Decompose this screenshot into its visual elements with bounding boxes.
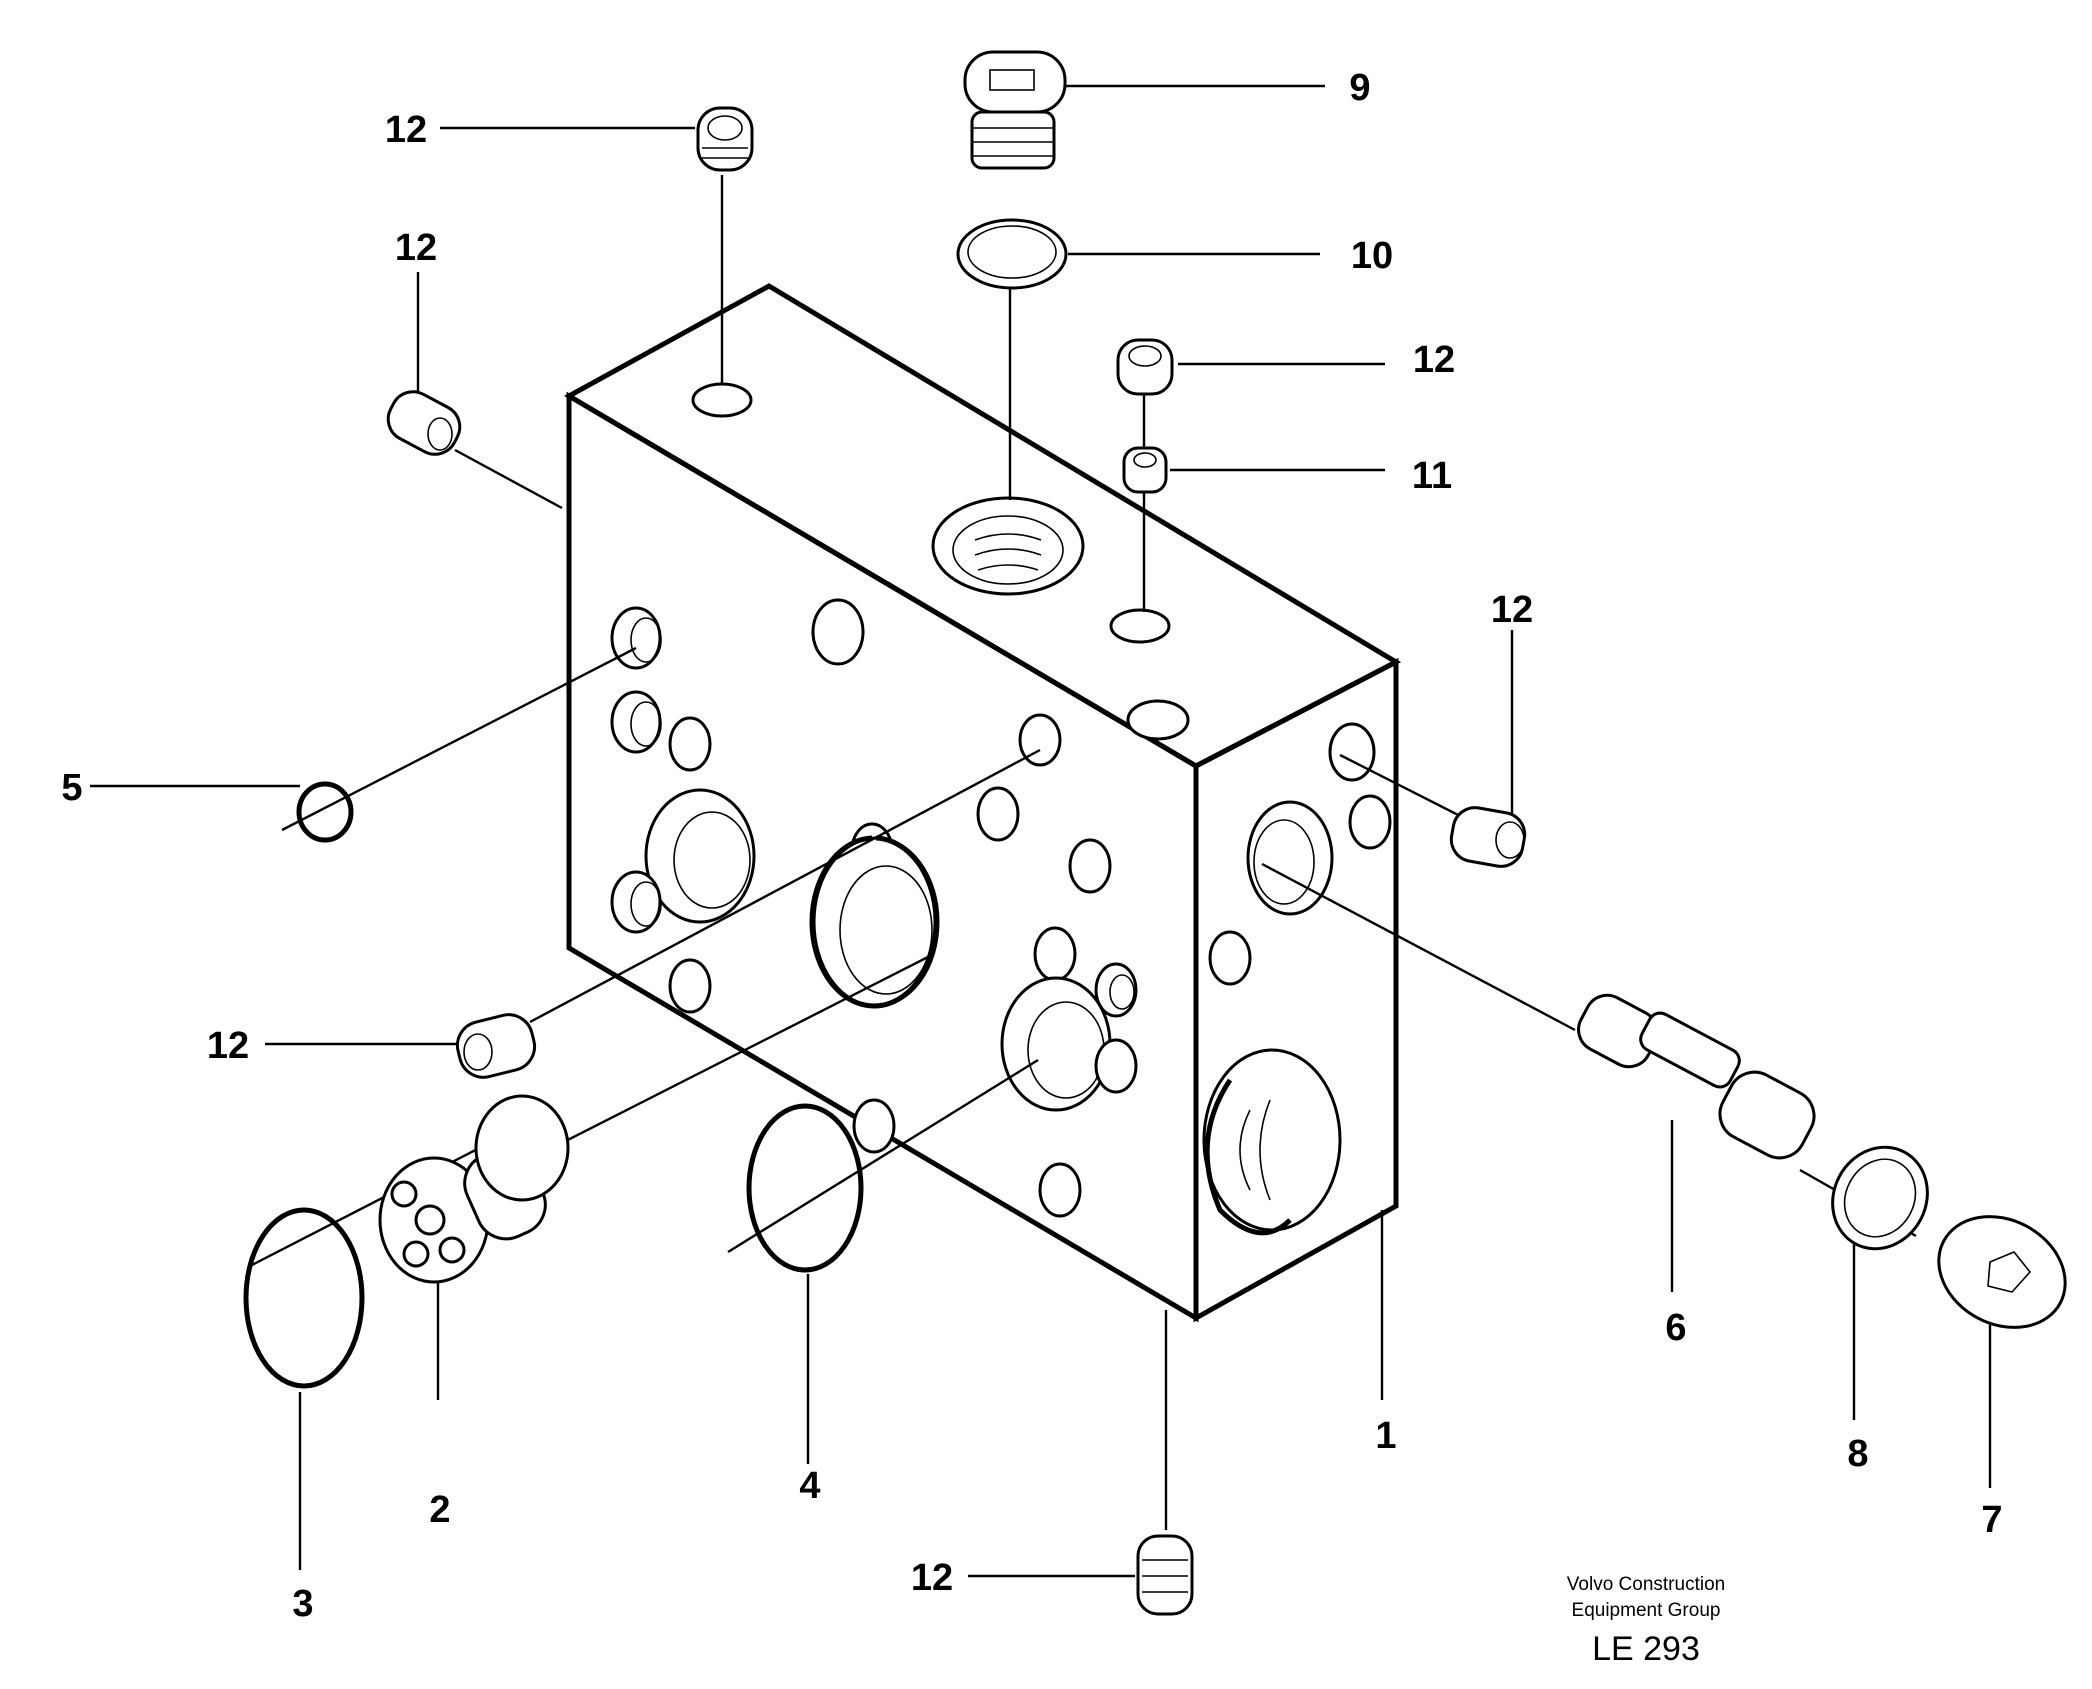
part-12-plug-top: [696, 106, 754, 172]
credit-line-2: Equipment Group: [1572, 1600, 1721, 1621]
callout-12-upper-right: 12: [1413, 339, 1455, 381]
callout-7: 7: [1981, 1499, 2002, 1541]
leader-lines: [90, 84, 1992, 1578]
callout-6: 6: [1665, 1307, 1686, 1349]
callout-10: 10: [1351, 235, 1393, 277]
top-port-front: [1126, 699, 1190, 741]
part-6-spool: [1577, 993, 1816, 1160]
callout-3: 3: [292, 1583, 313, 1625]
callout-2: 2: [429, 1489, 450, 1531]
part-12-plug-right: [1449, 806, 1527, 868]
callout-12-top: 12: [385, 109, 427, 151]
callout-12-left: 12: [395, 227, 437, 269]
part-9-plug: [963, 50, 1067, 170]
part-11-restrictor: [1122, 446, 1168, 494]
part-2-check-valve: [378, 1094, 570, 1284]
callout-5: 5: [61, 767, 82, 809]
part-3-o-ring: [243, 1207, 365, 1389]
callout-12-lower-left: 12: [207, 1025, 249, 1067]
callout-1: 1: [1375, 1415, 1396, 1457]
callout-8: 8: [1847, 1433, 1868, 1475]
callout-labels: 1 2 3 4 5 6 7 8 9 10 11 12 12 12 12 12 1…: [61, 67, 2002, 1625]
part-7-plug: [1937, 1215, 2067, 1329]
callout-11: 11: [1412, 455, 1452, 497]
callout-12-right: 12: [1491, 589, 1533, 631]
drawing-code: LE 293: [1592, 1630, 1700, 1668]
callout-9: 9: [1349, 67, 1370, 109]
top-port-main: [931, 496, 1085, 596]
callout-4: 4: [799, 1465, 820, 1507]
part-12-plug-upper-right: [1116, 338, 1174, 396]
part-10-seal-ring: [956, 218, 1068, 290]
part-12-plug-lower-left: [455, 1013, 537, 1079]
credit-block: Volvo Construction Equipment Group LE 29…: [1567, 1574, 1725, 1668]
part-4-o-ring: [746, 1103, 864, 1273]
valve-block: [563, 283, 1402, 1323]
part-5-o-ring: [296, 781, 354, 843]
credit-line-1: Volvo Construction: [1567, 1574, 1725, 1595]
part-12-plug-left: [386, 390, 462, 456]
top-port-right: [1109, 608, 1171, 644]
top-port-left: [691, 382, 753, 418]
part-8-seal-ring: [1831, 1145, 1929, 1251]
part-12-plug-bottom: [1136, 1534, 1194, 1616]
callout-12-bottom: 12: [911, 1557, 953, 1599]
